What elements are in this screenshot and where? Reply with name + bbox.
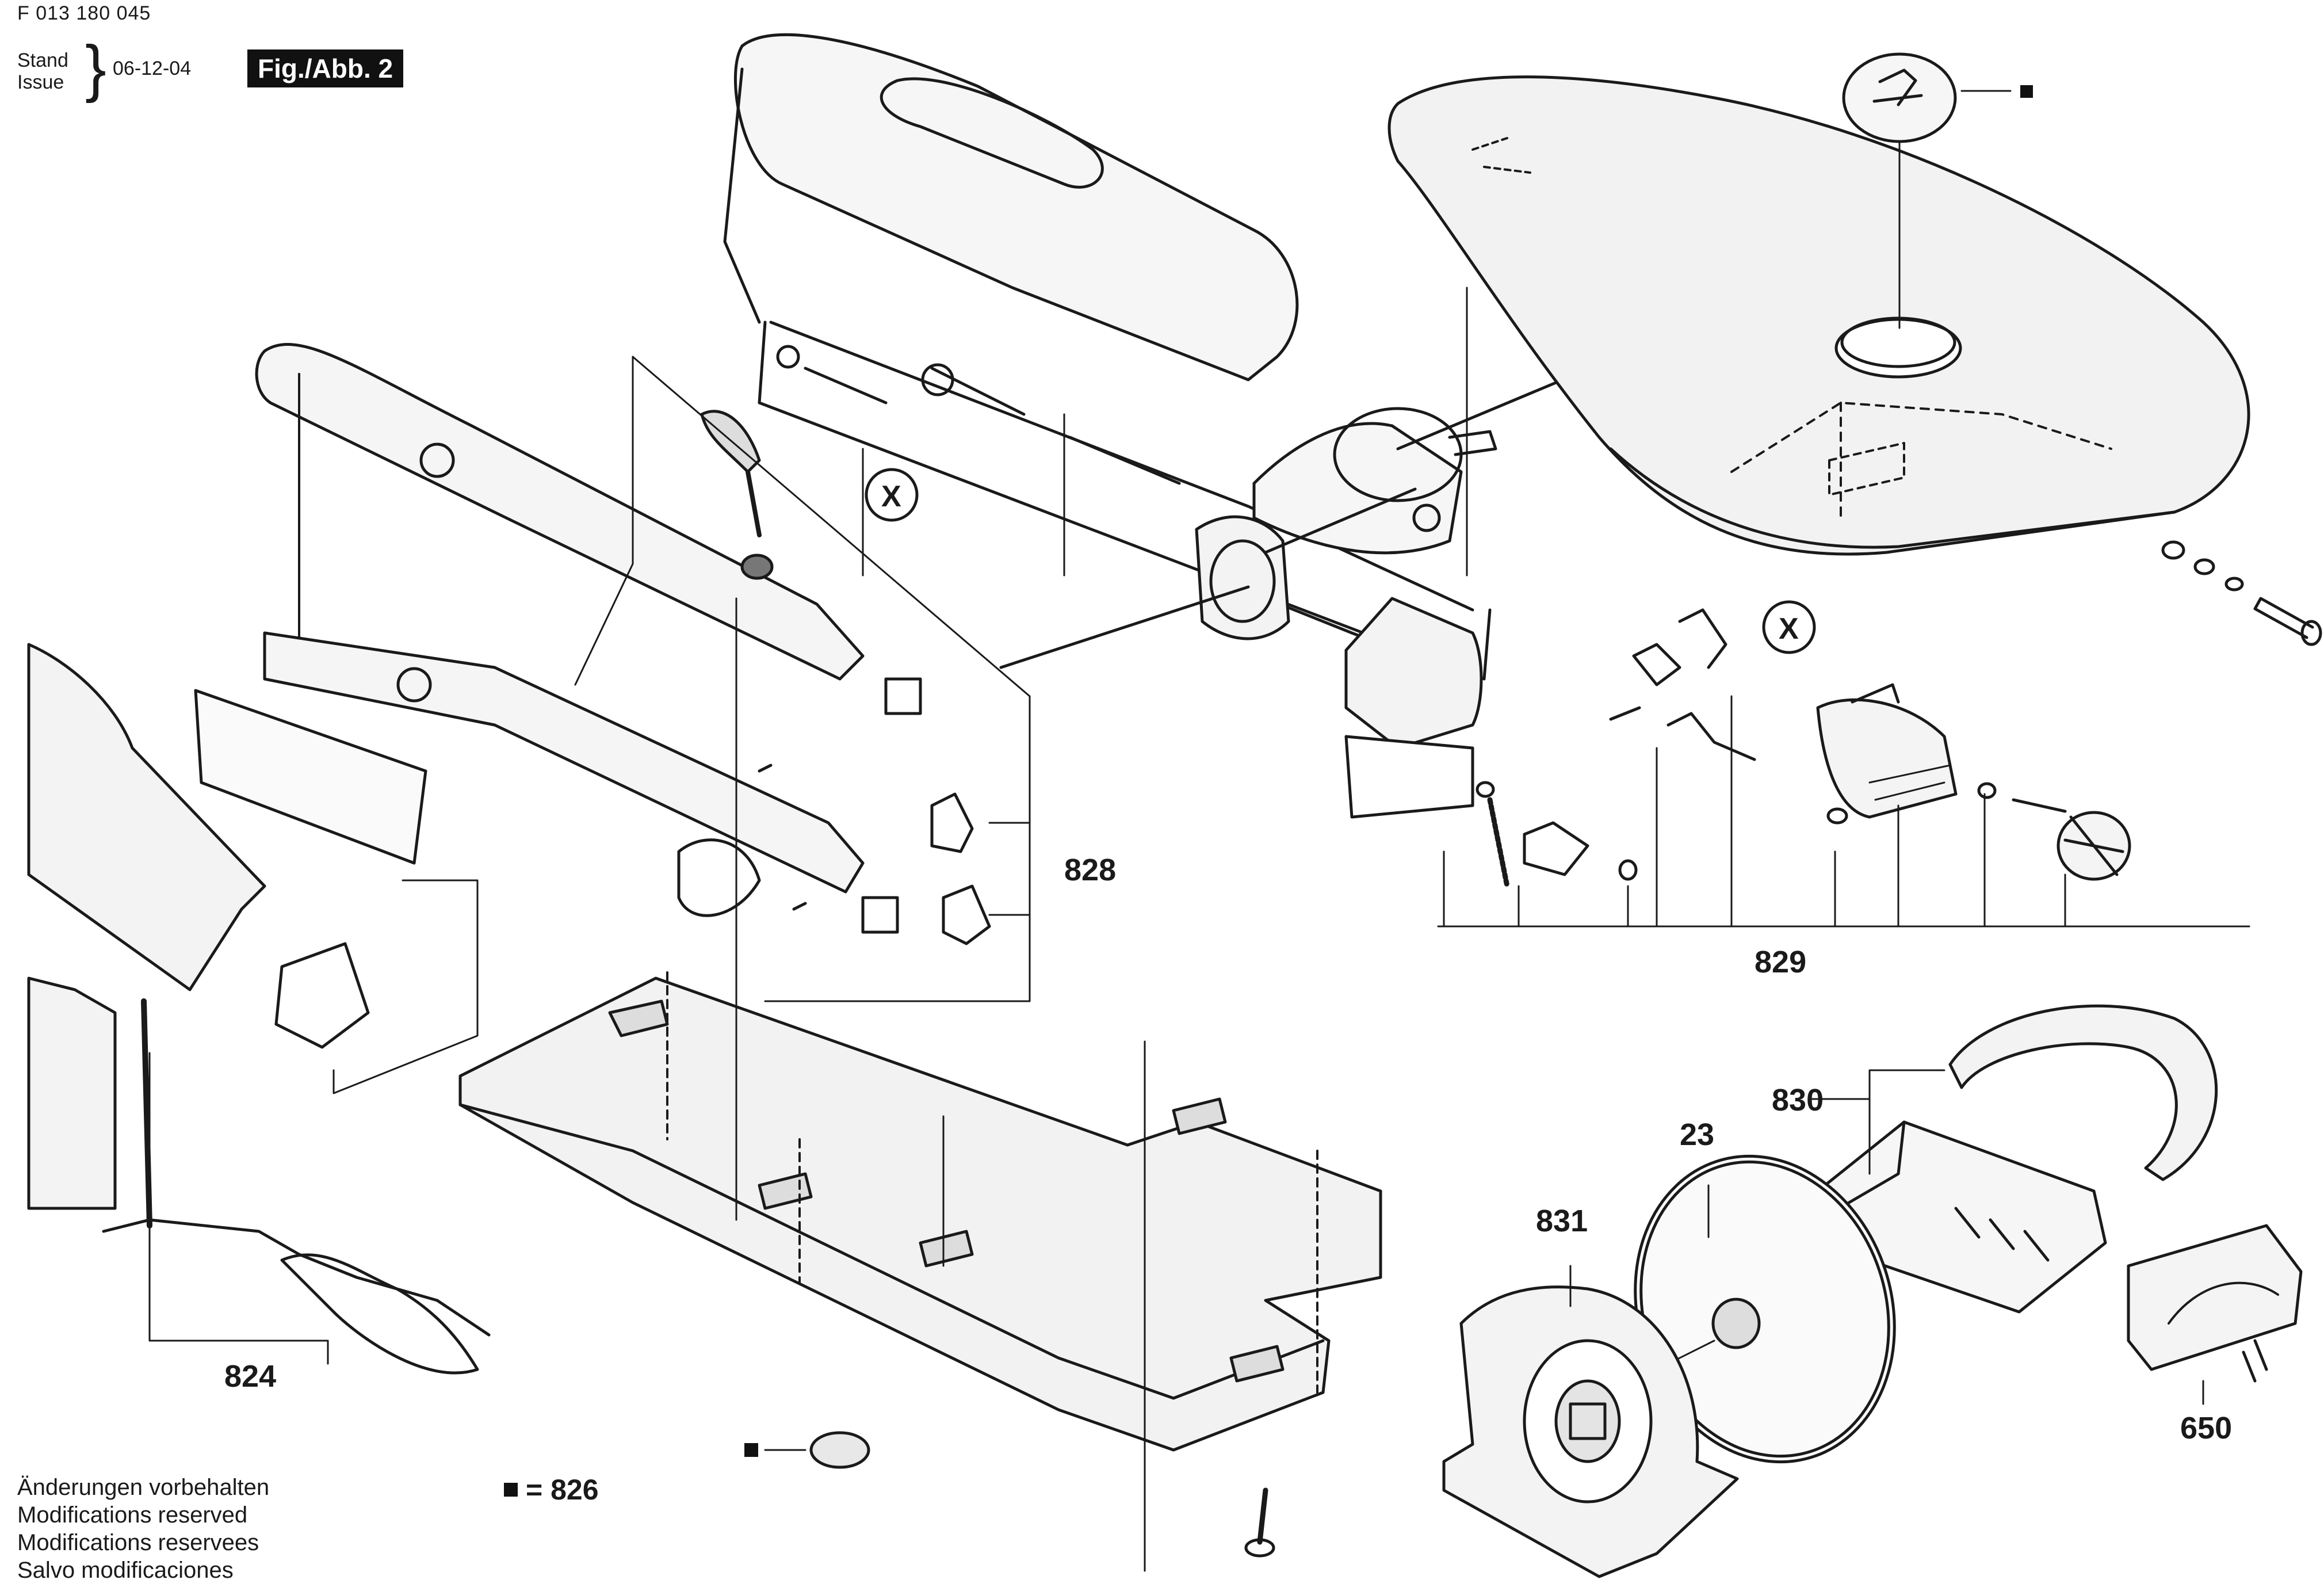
note-de: Änderungen vorbehalten [17, 1475, 270, 1500]
lower-arm [255, 343, 922, 934]
saw-table [1387, 75, 2250, 556]
issue-date: 06-12-04 [113, 58, 192, 79]
svg-text:X: X [881, 480, 901, 513]
x-marker-1: X [865, 468, 919, 522]
svg-text:X: X [1779, 612, 1799, 646]
base-plate [458, 971, 1382, 1558]
document-number: F 013 180 045 [17, 2, 151, 24]
leader-lines [148, 287, 2250, 1572]
blade-clamp-parts [700, 410, 991, 945]
left-housing-section [27, 643, 491, 1375]
square-marker-icon [504, 1482, 518, 1497]
upper-arm-housing [723, 33, 1492, 681]
stand-label: Stand [17, 49, 68, 71]
legend-text: = 826 [526, 1474, 599, 1506]
callout-824: 824 [224, 1359, 276, 1394]
x-marker-2: X [1762, 600, 1816, 654]
table-insert [1842, 52, 2033, 329]
tilt-scale-bracket [1816, 683, 2131, 881]
tilt-lock-parts [1476, 608, 1756, 889]
legend-826: = 826 [504, 1473, 599, 1506]
blade-guard-830 [1816, 1004, 2218, 1314]
lower-housing [999, 344, 1647, 819]
table-screw-set [2161, 540, 2322, 646]
figure-badge: Fig./Abb. 2 [247, 49, 404, 87]
callout-830: 830 [1772, 1083, 1824, 1117]
callout-23: 23 [1680, 1117, 1714, 1152]
note-fr: Modifications reservees [17, 1530, 259, 1555]
callout-828: 828 [1064, 853, 1116, 887]
callout-831: 831 [1536, 1204, 1588, 1238]
callout-labels: 828 829 830 23 831 650 824 [224, 853, 2232, 1445]
brace-glyph: } [85, 33, 106, 104]
mitre-gauge-650 [2127, 1224, 2303, 1383]
callout-829: 829 [1755, 945, 1806, 979]
disc-housing-831 [1442, 1285, 1739, 1578]
issue-label: Issue [17, 71, 64, 93]
note-en: Modifications reserved [17, 1502, 248, 1528]
note-es: Salvo modificaciones [17, 1558, 234, 1583]
callout-650: 650 [2180, 1411, 2232, 1445]
